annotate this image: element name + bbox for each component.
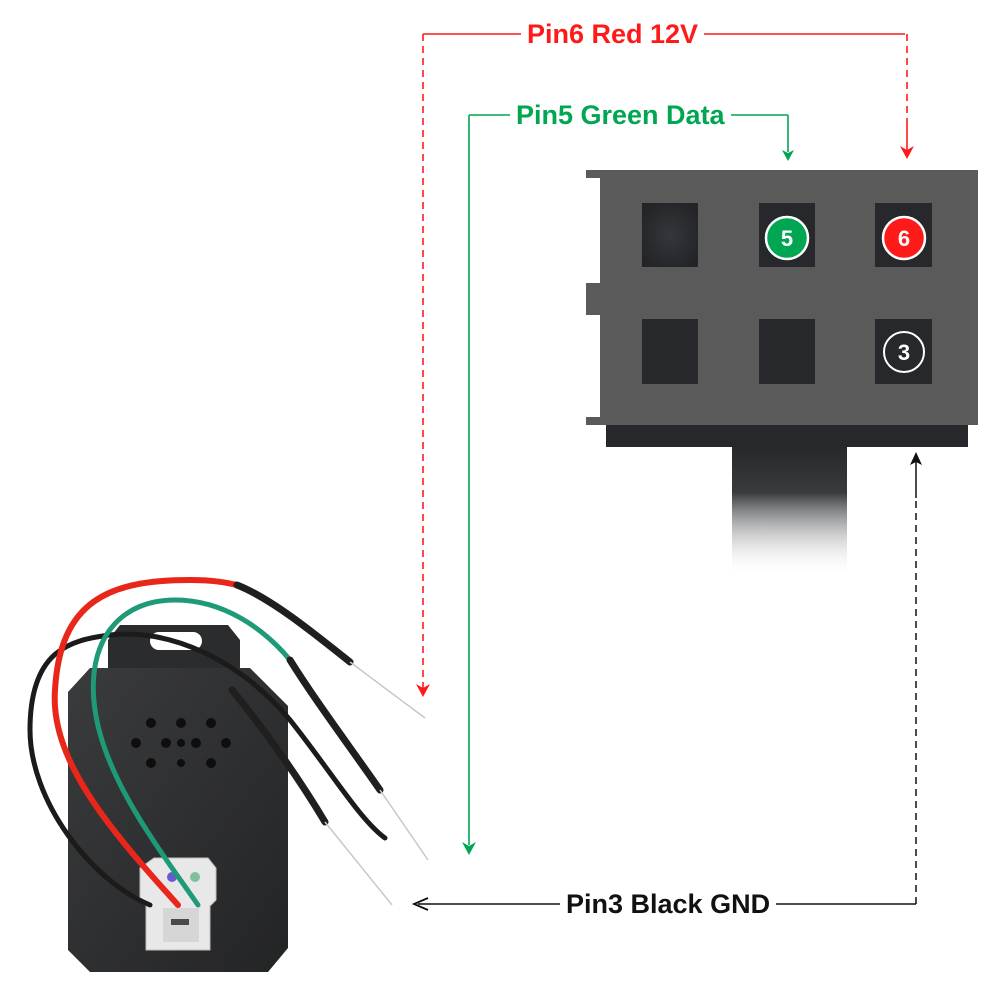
wire-tips — [324, 661, 429, 906]
wire-green — [90, 597, 293, 908]
pin3-number: 3 — [898, 340, 910, 365]
pin5-label: Pin5 Green Data — [510, 99, 731, 131]
pin5-arrowhead-connector — [782, 150, 794, 161]
device-hanger-tab — [108, 625, 240, 680]
speaker-grille — [131, 718, 231, 768]
wire-black-right — [228, 686, 329, 826]
connector-cable — [732, 447, 847, 577]
pin6-badge: 6 — [881, 215, 927, 261]
pin5-arrowhead-device — [462, 842, 476, 855]
device-wires — [27, 576, 388, 908]
pin3-label: Pin3 Black GND — [560, 888, 777, 920]
socket-r2c2 — [759, 319, 815, 384]
wire-black-left — [27, 631, 388, 908]
pin3-arrowhead-device — [411, 897, 429, 911]
pin6-label: Pin6 Red 12V — [521, 18, 705, 50]
pin6-arrowhead-connector — [900, 146, 914, 159]
pin5-number: 5 — [781, 226, 793, 251]
socket-r2c1 — [642, 319, 698, 384]
device — [27, 576, 429, 972]
wire-red-sleeve — [233, 581, 354, 666]
wire-green-sleeve — [286, 656, 384, 794]
socket-r1c1 — [642, 203, 698, 267]
connector-lip — [606, 425, 968, 447]
pin6-arrowhead-device — [416, 684, 430, 697]
wire-red — [51, 576, 240, 908]
pin3-arrowhead-connector — [910, 452, 922, 465]
connector: 5 6 3 — [586, 170, 978, 577]
pin6-number: 6 — [898, 226, 910, 251]
device-body — [68, 668, 288, 972]
pin5-badge: 5 — [764, 215, 810, 261]
pin3-badge: 3 — [883, 331, 925, 373]
